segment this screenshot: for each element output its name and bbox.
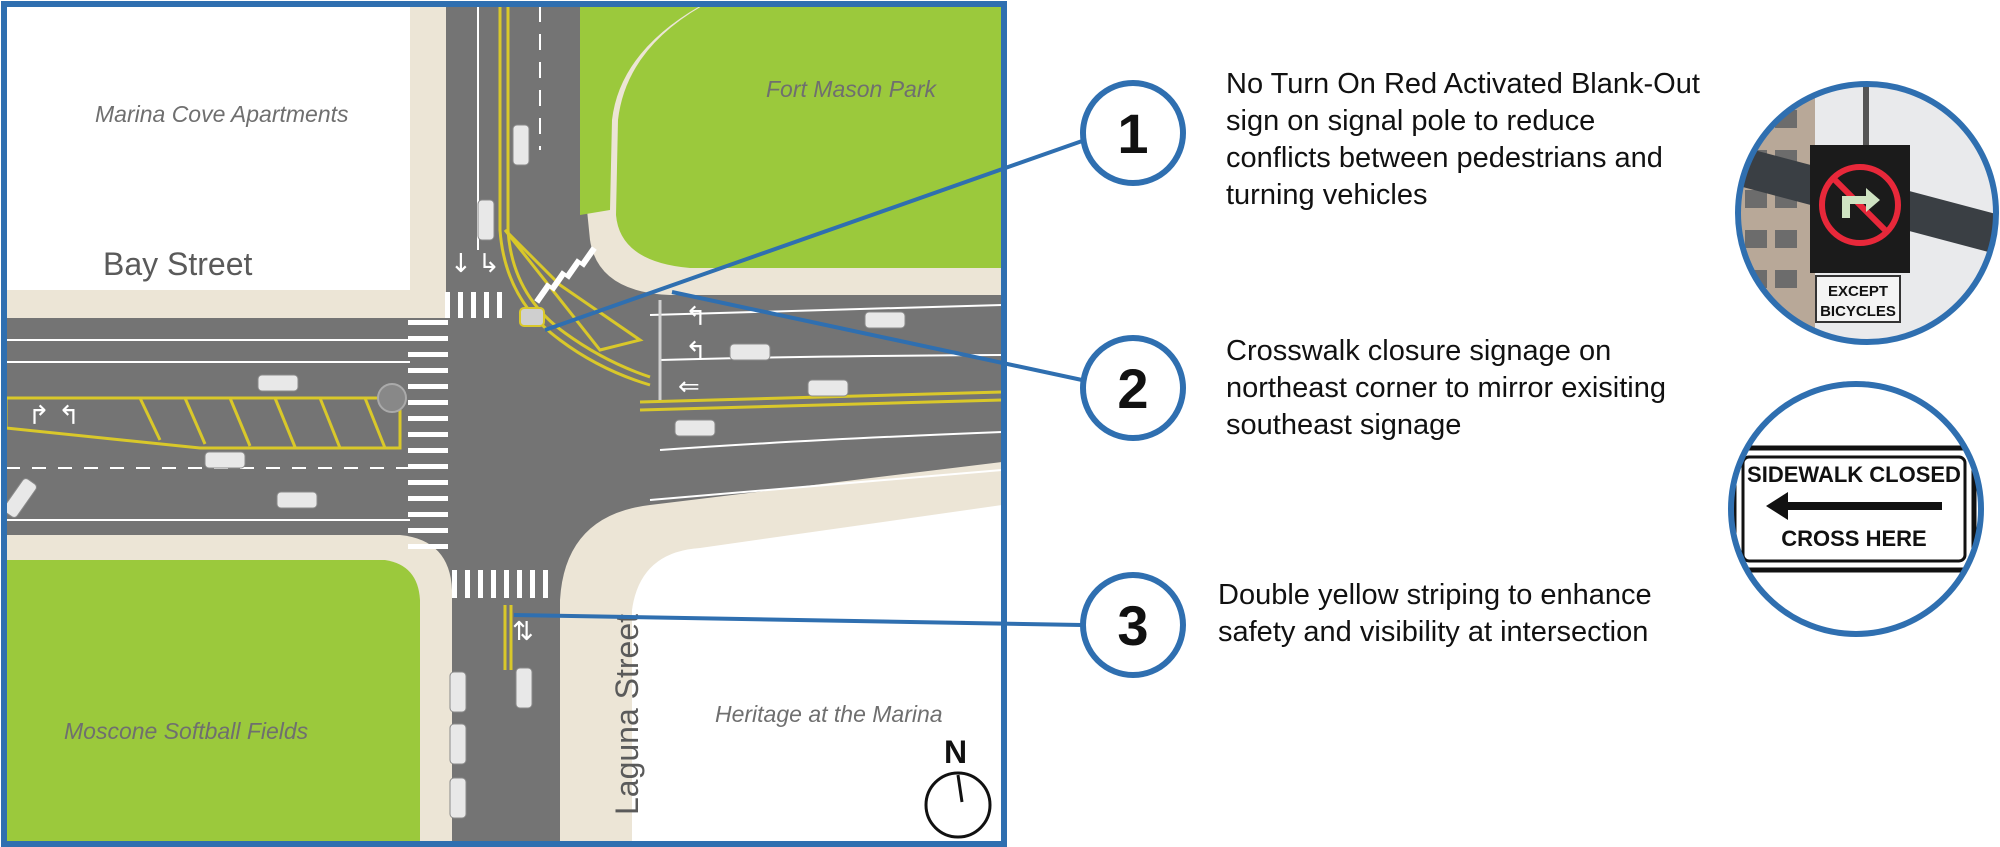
label-moscone: Moscone Softball Fields: [64, 718, 309, 744]
callout-text-2: Crosswalk closure signage on northeast c…: [1226, 335, 1666, 441]
ne-park-strip: [580, 6, 700, 215]
turn-arrow-icon: ↰: [58, 401, 80, 431]
turn-arrow-icon: ↰: [685, 302, 707, 332]
turn-arrow-icon: ⇅: [512, 617, 534, 647]
channelizing-island: [503, 228, 644, 352]
car: [729, 343, 771, 361]
turn-arrow-icon: ↱: [28, 401, 50, 431]
lane-line: [649, 469, 1002, 501]
fort-mason-park-area: [616, 6, 1002, 268]
yellow-line-north: [506, 6, 651, 379]
car: [674, 419, 716, 437]
no-turn-circle-icon: [1819, 164, 1901, 246]
label-bay-street: Bay Street: [103, 246, 253, 282]
callout-number-3: 3: [1117, 594, 1148, 657]
label-fort-mason: Fort Mason Park: [766, 76, 937, 102]
crosswalk-west: [408, 320, 448, 549]
yellow-line-north: [498, 6, 651, 387]
yellow-line: [639, 398, 1002, 412]
crosswalk-north: [445, 292, 502, 318]
median-yellow: [6, 396, 402, 450]
car: [6, 478, 37, 518]
callout-text-1: No Turn On Red Activated Blank-Out sign …: [1226, 68, 1700, 211]
photo-blankout-sign: EXCEPT BICYCLES: [1735, 81, 1999, 345]
car: [477, 199, 495, 241]
median-hatching: [138, 397, 387, 449]
label-marina-cove: Marina Cove Apartments: [95, 101, 349, 127]
sign-line-1: SIDEWALK CLOSED: [1747, 462, 1961, 487]
photo-sidewalk-closed-sign: SIDEWALK CLOSED CROSS HERE: [1728, 381, 1984, 637]
turn-arrow-icon: ↓: [450, 249, 472, 279]
turn-arrow-icon: ⇐: [678, 372, 700, 402]
callout-marker-3: 3: [1080, 572, 1186, 678]
car: [257, 374, 299, 392]
label-heritage: Heritage at the Marina: [715, 701, 943, 727]
car: [807, 379, 849, 397]
crosswalk-ne: [534, 246, 597, 304]
car: [515, 667, 533, 709]
callout-marker-1: 1: [1080, 80, 1186, 186]
left-arrow-icon: [1766, 492, 1942, 520]
heritage-building: [632, 505, 1002, 842]
leader-lines: [513, 138, 1086, 627]
yellow-line: [639, 390, 1002, 404]
except-bicycles-plate: [1815, 275, 1901, 323]
right-arrow-icon: [1842, 188, 1880, 218]
callout-number-2: 2: [1117, 357, 1148, 420]
lane-line: [659, 354, 1002, 361]
callout-number-1: 1: [1117, 102, 1148, 165]
sign-line-2: CROSS HERE: [1781, 526, 1926, 551]
turn-arrow-icon: ↳: [478, 249, 500, 279]
car: [449, 723, 467, 765]
pole-sign-icon: [519, 307, 545, 327]
marina-cove-building: [6, 6, 410, 290]
car: [204, 451, 246, 469]
callout-marker-2: 2: [1080, 335, 1186, 441]
car: [864, 311, 906, 329]
compass-icon: [924, 771, 992, 839]
car: [512, 124, 530, 166]
manhole-icon: [377, 383, 407, 413]
car: [276, 491, 318, 509]
lane-line: [649, 304, 1002, 316]
plate-line-1: EXCEPT: [1828, 283, 1888, 300]
label-laguna-street: Laguna Street: [609, 614, 645, 815]
lane-arrows: ↱ ↰ ↓ ↳ ↰ ↰ ⇐ ⇅: [28, 249, 707, 647]
callout-text-3: Double yellow striping to enhance safety…: [1218, 579, 1652, 648]
turn-arrow-icon: ↰: [685, 337, 707, 367]
map-panel: ↱ ↰ ↓ ↳ ↰ ↰ ⇐ ⇅: [6, 6, 1002, 842]
moscone-fields-area: [6, 560, 420, 842]
lane-line: [659, 431, 1002, 451]
north-arrow-label: N: [944, 734, 967, 770]
car: [449, 777, 467, 819]
plate-line-2: BICYCLES: [1820, 303, 1896, 320]
vehicles: [6, 124, 906, 819]
car: [449, 671, 467, 713]
crosswalk-south: [452, 570, 548, 598]
north-arrow: N: [924, 734, 992, 839]
map-frame: [1, 1, 1007, 847]
